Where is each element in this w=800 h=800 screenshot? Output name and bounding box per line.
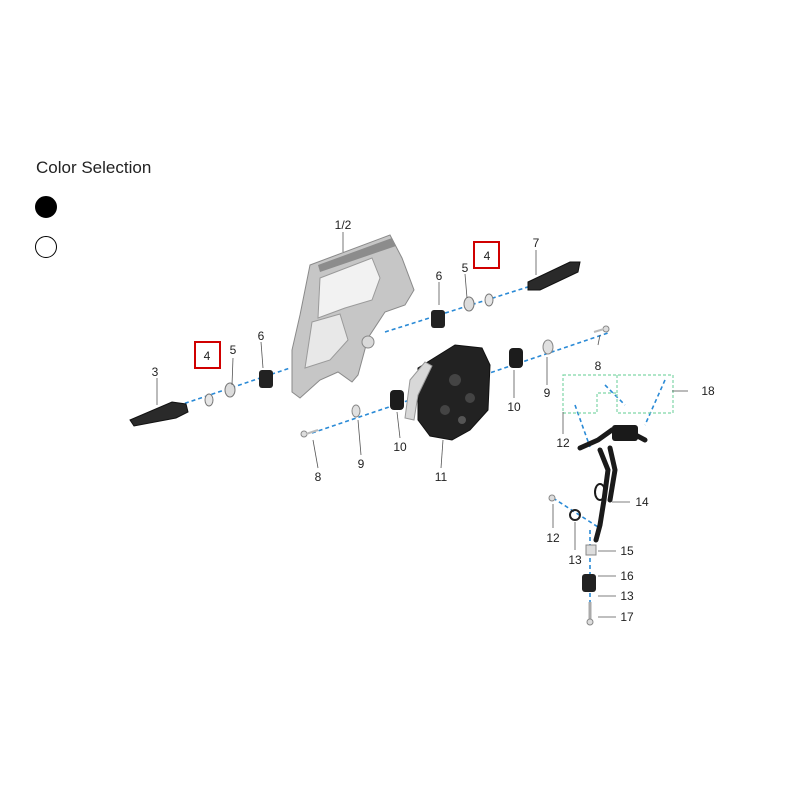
part-bushing-6-right — [431, 310, 445, 328]
part-washer-5-left — [224, 382, 236, 398]
callout-5-right: 5 — [462, 261, 469, 275]
part-screw-12 — [548, 494, 556, 502]
part-lever-7 — [527, 261, 581, 291]
callout-12-lower: 12 — [546, 531, 560, 545]
callout-13-left: 13 — [568, 553, 582, 567]
callout-6-left: 6 — [258, 329, 265, 343]
part-rubber-16 — [582, 574, 596, 592]
part-housing-11 — [404, 344, 491, 441]
highlight-box-4-left — [194, 341, 221, 369]
callout-8-left: 8 — [315, 470, 322, 484]
callout-4-left: 4 — [204, 349, 211, 363]
callout-10-left: 10 — [393, 440, 407, 454]
part-washer-9-right — [542, 339, 554, 355]
assembly-axis-lines — [164, 279, 666, 620]
callout-18: 18 — [701, 384, 715, 398]
callout-11: 11 — [435, 470, 448, 484]
callout-15: 15 — [620, 544, 634, 558]
part-spacer-15 — [585, 544, 597, 556]
callout-5-left: 5 — [230, 343, 237, 357]
part-bolt-8-left — [300, 429, 319, 438]
callout-10-right: 10 — [507, 400, 521, 414]
callout-14: 14 — [635, 495, 649, 509]
part-bracket — [291, 234, 415, 399]
callout-13-right: 13 — [620, 589, 634, 603]
part-washer-4-left — [204, 393, 214, 407]
part-grommet-10-right — [509, 348, 523, 368]
callout-16: 16 — [620, 569, 634, 583]
part-grommet-10-left — [390, 390, 404, 410]
callout-8-right: 8 — [595, 359, 602, 373]
color-swatch-black[interactable] — [35, 196, 57, 218]
part-clamp-14 — [612, 425, 638, 441]
part-bushing-6-left — [259, 370, 273, 388]
callout-6-right: 6 — [436, 269, 443, 283]
callout-12-upper: 12 — [556, 436, 570, 450]
part-lever-3 — [129, 401, 189, 427]
part-bolt-8-right — [593, 325, 610, 333]
callout-4-right: 4 — [484, 249, 491, 263]
part-oring-13 — [569, 509, 581, 521]
leader-lines — [156, 232, 688, 618]
callout-1-2: 1/2 — [335, 218, 352, 232]
callout-9-right: 9 — [544, 386, 551, 400]
part-bolt-17 — [586, 602, 594, 626]
part-washer-5-right — [463, 296, 475, 312]
callout-17: 17 — [620, 610, 634, 624]
callout-7: 7 — [533, 236, 540, 250]
part-washer-4-right — [484, 293, 494, 307]
group-box-18 — [562, 374, 674, 414]
highlight-box-4-right — [473, 241, 500, 269]
callout-9-left: 9 — [358, 457, 365, 471]
callout-labels: 1/2 3 4 4 5 5 6 6 7 8 8 9 9 10 10 11 12 … — [152, 218, 715, 624]
color-selection-title: Color Selection — [36, 158, 152, 177]
part-washer-9-left — [351, 404, 361, 418]
color-swatch-white[interactable] — [35, 236, 57, 258]
callout-3: 3 — [152, 365, 159, 379]
